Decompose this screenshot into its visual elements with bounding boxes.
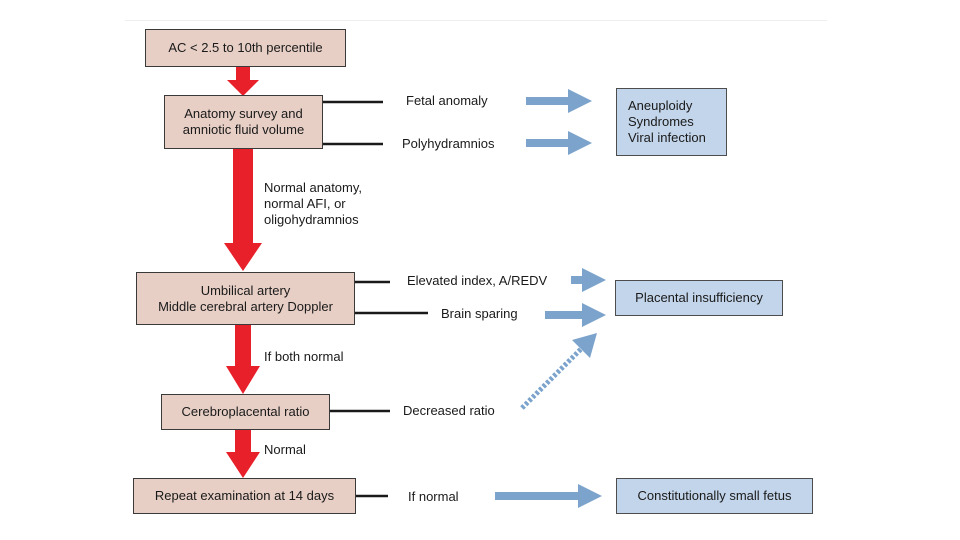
outcome-placental-insufficiency: Placental insufficiency — [615, 280, 783, 316]
blue-arrow-brain-sparing — [545, 303, 606, 327]
outcome-aneuploidy-label: Aneuploidy Syndromes Viral infection — [628, 98, 706, 145]
step-cpr-label: Cerebroplacental ratio — [181, 404, 310, 419]
outcome-constitutional-label: Constitutionally small fetus — [637, 488, 792, 503]
label-normal: Normal — [264, 442, 306, 457]
step-repeat-examination: Repeat examination at 14 days — [133, 478, 356, 514]
step-doppler: Umbilical artery Middle cerebral artery … — [136, 272, 355, 325]
red-arrow-doppler-to-cpr — [226, 325, 260, 394]
finding-if-normal: If normal — [408, 489, 459, 504]
step-ac-percentile: AC < 2.5 to 10th percentile — [145, 29, 346, 67]
blue-arrow-fetal-anomaly — [526, 89, 592, 113]
red-arrow-anatomy-to-doppler — [224, 149, 262, 271]
blue-arrow-polyhydramnios — [526, 131, 592, 155]
red-arrow-ac-to-anatomy — [227, 66, 259, 96]
step-ac-percentile-label: AC < 2.5 to 10th percentile — [168, 40, 323, 55]
finding-decreased-ratio: Decreased ratio — [403, 403, 495, 418]
dashed-arrow-head — [572, 333, 597, 358]
finding-elevated-index: Elevated index, A/REDV — [407, 273, 548, 288]
label-both-normal: If both normal — [264, 349, 344, 364]
dashed-arrow-decreased-ratio — [520, 344, 586, 410]
outcome-constitutionally-small: Constitutionally small fetus — [616, 478, 813, 514]
step-anatomy-survey-label: Anatomy survey and amniotic fluid volume — [182, 106, 305, 137]
blue-arrow-elevated-index — [571, 268, 606, 292]
finding-polyhydramnios: Polyhydramnios — [402, 136, 495, 151]
outcome-aneuploidy: Aneuploidy Syndromes Viral infection — [616, 88, 727, 156]
label-normal-anatomy: Normal anatomy, normal AFI, or oligohydr… — [264, 180, 363, 227]
outcome-placental-label: Placental insufficiency — [635, 290, 763, 305]
finding-brain-sparing: Brain sparing — [441, 306, 518, 321]
step-cerebroplacental-ratio: Cerebroplacental ratio — [161, 394, 330, 430]
red-arrow-cpr-to-repeat — [226, 430, 260, 478]
step-doppler-label: Umbilical artery Middle cerebral artery … — [158, 282, 333, 314]
finding-fetal-anomaly: Fetal anomaly — [406, 93, 488, 108]
blue-arrow-if-normal — [495, 484, 602, 508]
step-repeat-label: Repeat examination at 14 days — [154, 488, 335, 503]
top-divider — [125, 20, 827, 21]
step-anatomy-survey: Anatomy survey and amniotic fluid volume — [164, 95, 323, 149]
